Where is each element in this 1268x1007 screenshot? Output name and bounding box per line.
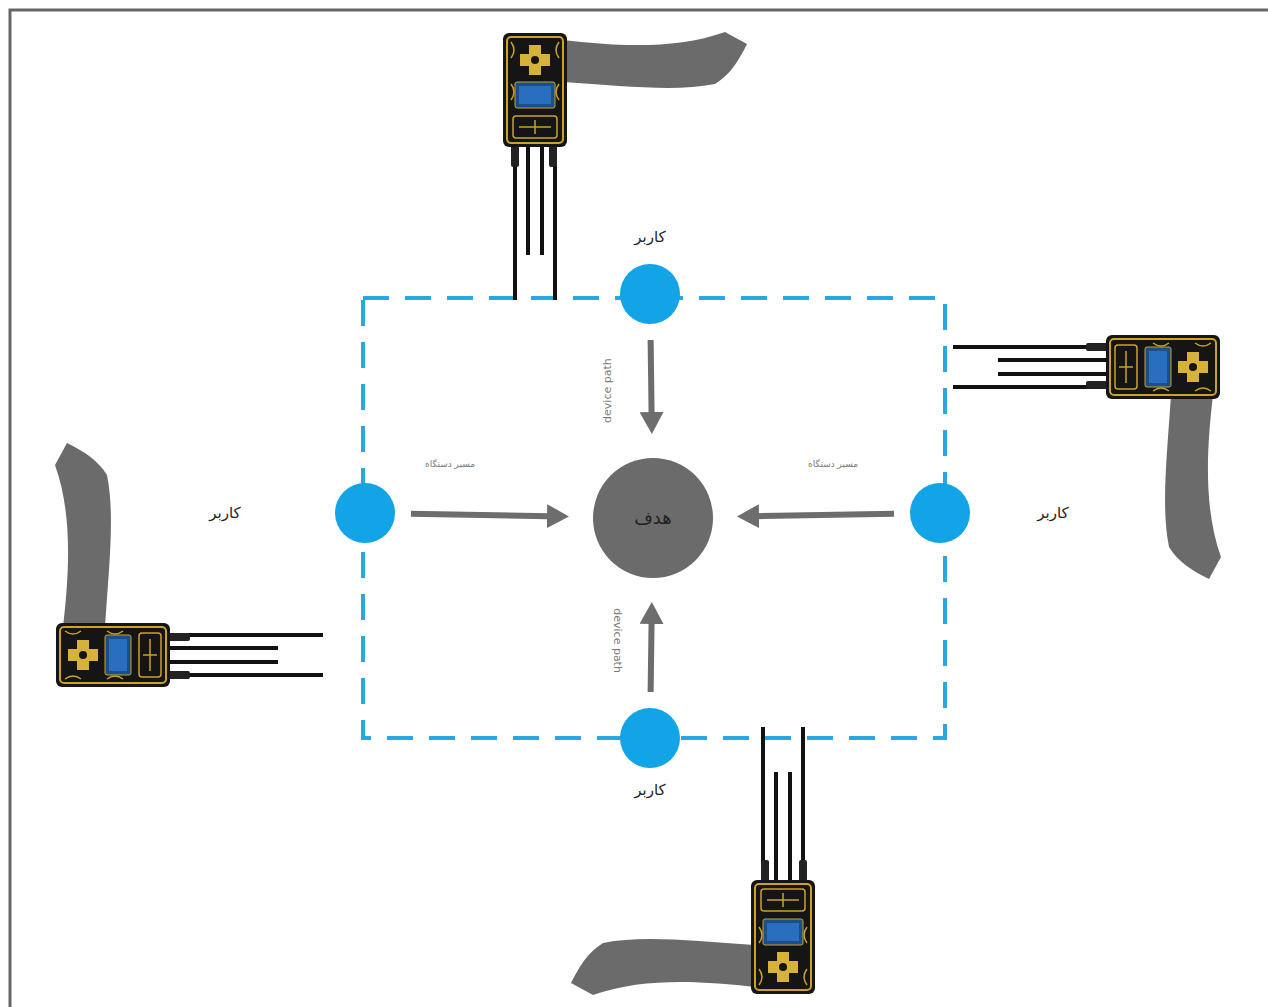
edge-label: مسیر دستگاه (425, 459, 475, 470)
edge-label: device path (600, 358, 613, 423)
node-label: کاربر (634, 228, 665, 246)
arrow-connector (757, 514, 894, 516)
arrow-connector (411, 514, 549, 516)
node-label: کاربر (1037, 504, 1068, 522)
node-label: کاربر (209, 504, 240, 522)
user-circle: کاربر (620, 708, 680, 768)
user-circle: کاربر (335, 483, 395, 543)
edge-label: device path (610, 608, 623, 673)
user-circle: کاربر (910, 483, 970, 543)
arrow-connector (648, 622, 655, 692)
target-circle: هدف (593, 458, 713, 578)
user-circle: کاربر (620, 264, 680, 324)
arrow-connector (648, 340, 655, 414)
edge-label: مسیر دستگاه (808, 459, 858, 470)
node-label: هدف (634, 507, 672, 529)
node-label: کاربر (634, 781, 665, 799)
